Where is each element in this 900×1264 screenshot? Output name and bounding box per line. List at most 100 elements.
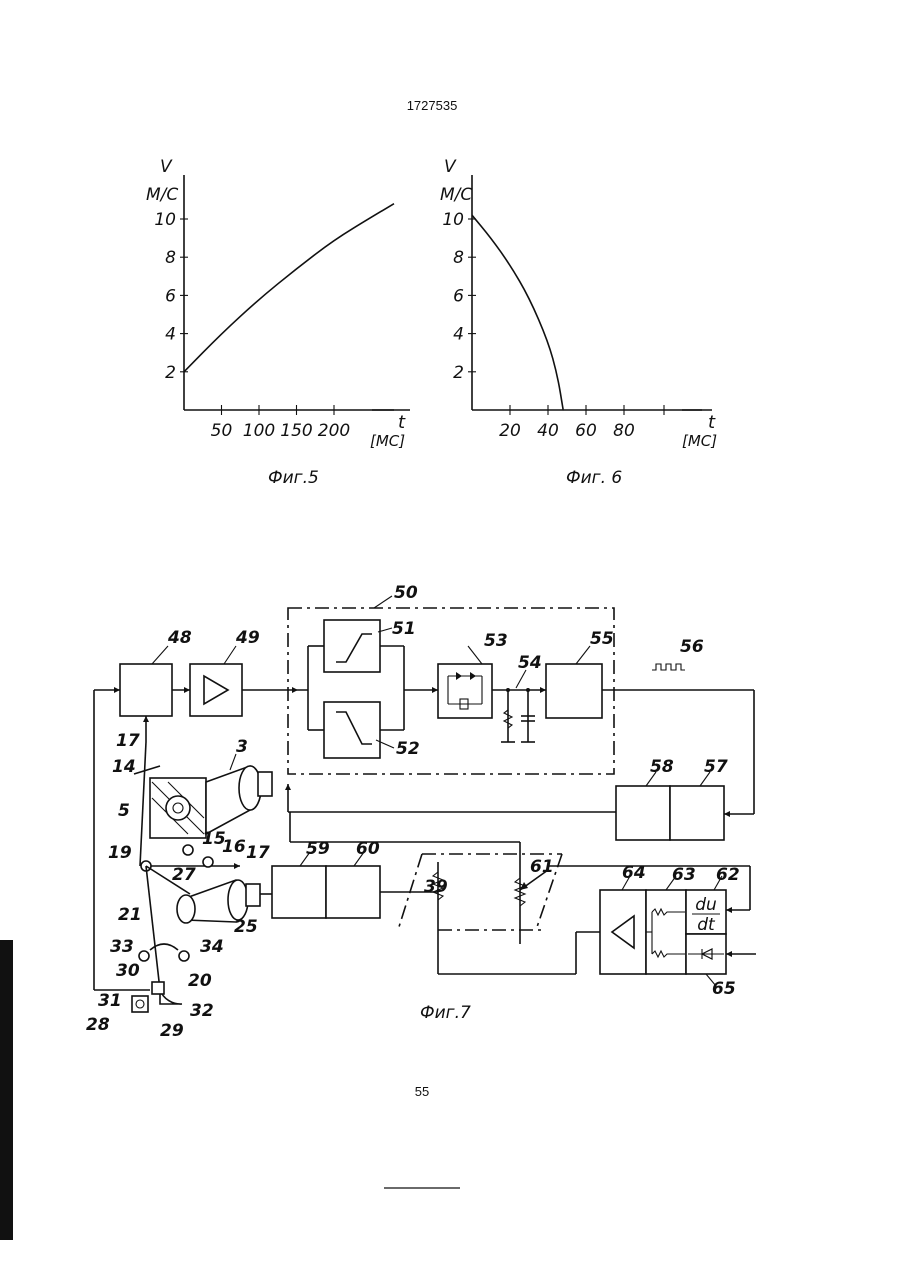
label-3: 3 [236,737,248,757]
arrow-icon [234,863,240,869]
fig6-ytick-label: 2 [453,363,464,383]
label-49: 49 [235,628,260,648]
fig6-xlabel-unit: [МС] [682,432,717,450]
du-text: du [695,895,717,915]
block-58 [616,786,670,840]
fig6-caption: Фиг. 6 [566,468,622,488]
label-60: 60 [356,839,380,859]
fig6-xtick-label: 20 [499,421,521,441]
block-48 [120,664,172,716]
drum-27 [177,895,195,923]
fig5-ytick-label: 10 [154,210,176,230]
fig7-caption: Фиг.7 [420,1003,471,1023]
label-17b: 17 [246,843,270,863]
block-52 [324,702,380,758]
fig6-xtick-label: 60 [575,421,597,441]
label-52: 52 [396,739,420,759]
stop-33 [139,951,149,961]
fig6-ytick-label: 8 [453,248,464,268]
fig6-ytick-label: 6 [453,286,464,306]
label-54: 54 [518,653,542,673]
block-57 [670,786,724,840]
leader-53 [468,646,482,664]
leader-50 [374,596,392,608]
fig5-xtick-label: 200 [318,421,350,441]
fig5-xtick-label: 150 [280,421,312,441]
label-25: 25 [234,917,258,937]
label-21: 21 [118,905,142,925]
label-48: 48 [167,628,192,648]
fig5-xlabel: t [398,412,406,433]
label-20: 20 [188,971,212,991]
label-65: 65 [712,979,736,999]
leader-55 [576,646,590,664]
fig5-caption: Фиг.5 [268,468,319,488]
label-30: 30 [116,961,140,981]
arrow-icon [143,716,149,722]
label-51: 51 [392,619,416,639]
leader-48 [152,646,168,664]
pulse-train-56-icon [652,664,685,670]
shaft-5 [166,796,190,820]
label-63: 63 [672,865,696,885]
label-14: 14 [112,757,136,777]
label-5: 5 [118,801,130,821]
leader-49 [224,646,236,664]
label-58: 58 [650,757,674,777]
dt-text: dt [697,915,716,935]
fig5-ytick-label: 2 [165,363,176,383]
lever-21 [146,866,160,990]
label-17a: 17 [116,731,140,751]
label-32: 32 [190,1001,214,1021]
label-39: 39 [424,877,448,897]
pulley-15 [183,845,193,855]
fig5-xlabel-unit: [МС] [370,432,405,450]
fig6-ytick-label: 4 [453,325,464,345]
pulley-16 [203,857,213,867]
block-64 [600,890,646,974]
label-62: 62 [716,865,740,885]
arrow-14 [134,766,160,774]
arrow-icon [724,811,730,817]
motor-terminal [258,772,272,796]
block-55 [546,664,602,718]
label-27: 27 [172,865,196,885]
fig6-xtick-label: 40 [537,421,559,441]
motor-3: 3 5 [118,737,272,838]
arrow-icon [432,687,438,693]
figure-6-chart: V М/С t [МС] 246810 20406080 Фиг. 6 [440,157,717,488]
fig5-ylabel-unit: М/С [146,185,178,205]
page-number-bottom: 55 [415,1084,429,1099]
label-16: 16 [222,837,246,857]
sensor-28 [132,996,148,1012]
motor-25-end [228,880,248,920]
block-30 [152,982,164,994]
scan-edge-bar [0,940,13,1240]
fig6-ytick-label: 10 [442,210,464,230]
fig5-ylabel-top: V [160,157,173,177]
fig6-xtick-label: 80 [613,421,635,441]
label-53: 53 [484,631,508,651]
arrow-icon [184,687,190,693]
arrow-icon [540,687,546,693]
arrow-icon [285,784,291,790]
label-56: 56 [680,637,704,657]
belt-17 [140,742,146,866]
arrow-icon [726,907,732,913]
figure-7-schematic: 50 48 49 51 52 [86,583,756,1041]
amplifier-49 [190,664,242,716]
fig6-series-line [472,215,563,410]
fig5-xtick-label: 50 [211,421,233,441]
fig5-ytick-label: 4 [165,325,176,345]
label-29: 29 [160,1021,184,1041]
fig6-ylabel-top: V [444,157,457,177]
arrow-icon [292,687,298,693]
fig5-series-line [184,204,394,372]
label-57: 57 [704,757,728,777]
label-19: 19 [108,843,132,863]
figure-5-chart: V М/С t [МС] 246810 50100150200 Фиг.5 [146,157,410,488]
label-55: 55 [590,629,614,649]
fig6-ylabel-unit: М/С [440,185,472,205]
block-60 [326,866,380,918]
